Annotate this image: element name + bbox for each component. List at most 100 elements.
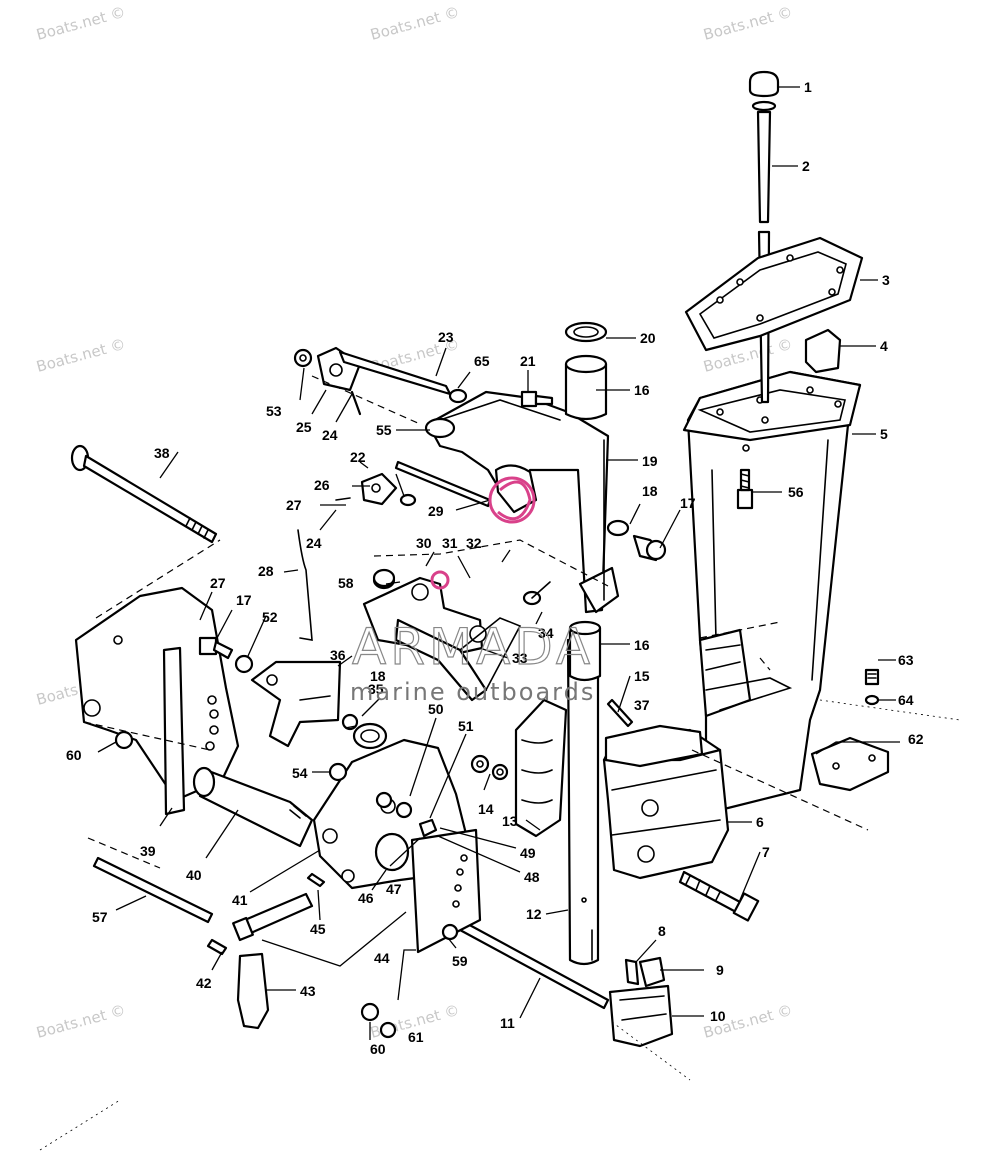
callout-60b: 60 xyxy=(370,1041,386,1057)
callout-43: 43 xyxy=(300,983,316,999)
watermark: Boats.net © xyxy=(34,3,127,44)
callout-6: 6 xyxy=(756,814,764,830)
callout-41: 41 xyxy=(232,892,248,908)
upper-linkage xyxy=(293,346,492,508)
watermark: Boats.net © xyxy=(368,3,461,44)
callout-62: 62 xyxy=(908,731,924,747)
callout-3: 3 xyxy=(882,272,890,288)
nut xyxy=(114,730,134,750)
callout-12: 12 xyxy=(526,906,542,922)
handle xyxy=(236,952,270,1030)
callout-42: 42 xyxy=(196,975,212,991)
seal-block xyxy=(804,328,842,374)
callout-65: 65 xyxy=(474,353,490,369)
washer xyxy=(341,713,359,731)
swivel-bracket xyxy=(424,390,620,614)
callout-23: 23 xyxy=(438,329,454,345)
callout-15: 15 xyxy=(634,668,650,684)
tilt-lever xyxy=(250,660,342,748)
callout-38: 38 xyxy=(154,445,170,461)
anode-bolt xyxy=(864,668,880,706)
pin xyxy=(206,938,228,956)
o-ring xyxy=(352,722,388,750)
callout-8: 8 xyxy=(658,923,666,939)
brand-tagline: marine outboards xyxy=(350,678,595,706)
housing-bolt xyxy=(736,468,754,510)
callout-17: 17 xyxy=(680,495,696,511)
callout-54: 54 xyxy=(292,765,308,781)
callout-10: 10 xyxy=(710,1008,726,1024)
brand-emblem-ring xyxy=(488,476,536,524)
callout-24: 24 xyxy=(322,427,338,443)
callout-30: 30 xyxy=(416,535,432,551)
callout-31: 31 xyxy=(442,535,458,551)
callout-50: 50 xyxy=(428,701,444,717)
callout-49: 49 xyxy=(520,845,536,861)
watermark: Boats.net © xyxy=(701,3,794,44)
callout-19: 19 xyxy=(642,453,658,469)
steering-tube xyxy=(566,620,602,966)
washer xyxy=(379,1021,397,1039)
callout-labels: 1 2 3 4 5 6 7 8 9 10 11 12 13 14 15 16 1… xyxy=(66,79,924,1057)
tilt-bolt xyxy=(70,444,218,544)
brand-emblem-dot xyxy=(430,570,450,590)
callout-11: 11 xyxy=(500,1015,515,1031)
nut xyxy=(395,801,413,819)
nut xyxy=(375,791,393,809)
tilt-cylinder xyxy=(192,766,314,848)
callout-5: 5 xyxy=(880,426,888,442)
callout-16: 16 xyxy=(634,382,650,398)
pin xyxy=(306,872,326,888)
callout-37: 37 xyxy=(634,697,650,713)
watermark: Boats.net © xyxy=(34,1001,127,1042)
pivot-bolt xyxy=(606,519,667,562)
spring-wire xyxy=(297,529,313,641)
bolt xyxy=(418,818,438,838)
washer xyxy=(328,762,348,782)
callout-2: 2 xyxy=(802,158,810,174)
phantom-lines xyxy=(39,375,961,1151)
pin xyxy=(606,698,634,728)
callout-4: 4 xyxy=(880,338,888,354)
nut xyxy=(441,923,459,941)
callout-24b: 24 xyxy=(306,535,322,551)
callout-16b: 16 xyxy=(634,637,650,653)
callout-20: 20 xyxy=(640,330,656,346)
callout-61: 61 xyxy=(408,1029,424,1045)
callout-33: 33 xyxy=(512,650,528,666)
bushing xyxy=(372,568,396,588)
callout-48: 48 xyxy=(524,869,540,885)
callout-44: 44 xyxy=(374,950,390,966)
brand-emblem-swirl xyxy=(497,480,532,521)
knob xyxy=(374,832,410,872)
callout-64: 64 xyxy=(898,692,914,708)
callout-56: 56 xyxy=(788,484,804,500)
callout-9: 9 xyxy=(716,962,724,978)
callout-17b: 17 xyxy=(236,592,252,608)
callout-46: 46 xyxy=(358,890,374,906)
callout-45: 45 xyxy=(310,921,326,937)
callout-58: 58 xyxy=(338,575,354,591)
brand-name: ARMADA xyxy=(352,618,594,676)
callout-32: 32 xyxy=(466,535,482,551)
gasket xyxy=(684,236,864,352)
callout-25: 25 xyxy=(296,419,312,435)
callout-26: 26 xyxy=(314,477,330,493)
brand-logo: ARMADA marine outboards xyxy=(350,476,595,706)
clip-parts xyxy=(608,956,674,1048)
stern-bracket-left xyxy=(74,586,240,816)
callout-18: 18 xyxy=(642,483,658,499)
washer xyxy=(234,654,254,674)
callout-27: 27 xyxy=(286,497,302,513)
callout-28: 28 xyxy=(258,563,274,579)
callout-59: 59 xyxy=(452,953,468,969)
callout-36: 36 xyxy=(330,647,346,663)
bolt xyxy=(198,636,218,656)
callout-22: 22 xyxy=(350,449,366,465)
housing-cover xyxy=(604,724,704,768)
clamp-block xyxy=(514,698,568,838)
callout-14: 14 xyxy=(478,801,494,817)
tilt-tube-rod xyxy=(92,856,214,924)
swivel-bushings xyxy=(564,321,608,421)
